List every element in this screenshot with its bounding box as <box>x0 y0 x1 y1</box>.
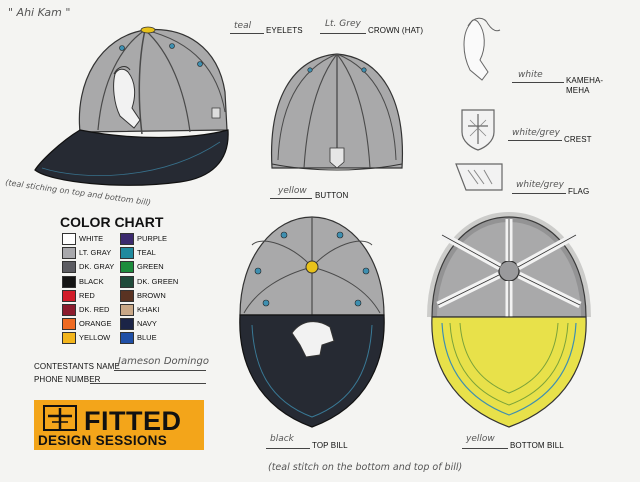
eyelets-label: EYELETS <box>266 26 303 35</box>
color-swatch <box>120 275 134 288</box>
cap-back-view <box>270 53 404 171</box>
color-name: DK. GREEN <box>137 276 179 286</box>
color-name: DK. RED <box>79 305 110 314</box>
logo-title: FITTED <box>84 406 182 436</box>
color-name: TEAL <box>137 248 156 258</box>
top-bill-label: TOP BILL <box>312 441 348 450</box>
color-chart-row: DK. RED <box>62 303 202 317</box>
contestant-label: CONTESTANTS NAME <box>34 362 120 371</box>
cap-underside-view <box>427 211 591 428</box>
fitted-design-sessions-logo: FITTED DESIGN SESSIONS <box>34 400 204 450</box>
color-swatch <box>62 247 76 260</box>
color-chart-row: ORANGE <box>62 317 202 331</box>
color-chart-row: DK. GRAY <box>62 260 202 274</box>
kamehameha-label-1: KAMEHA- <box>566 76 604 85</box>
color-name: LT. GRAY <box>79 248 112 258</box>
bottom-bill-value: yellow <box>466 434 495 444</box>
color-swatch <box>62 289 76 302</box>
crest-value: white/grey <box>512 128 560 138</box>
color-chart-row: PURPLE <box>120 232 260 246</box>
crown-label: CROWN (HAT) <box>368 26 424 35</box>
cap-top-view <box>239 216 385 428</box>
bottom-note: (teal stitch on the bottom and top of bi… <box>268 462 463 473</box>
color-swatch <box>120 304 134 316</box>
color-name: WHITE <box>79 234 104 243</box>
color-chart-row: NAVY <box>120 317 260 331</box>
color-chart-row: DK. GREEN <box>120 275 260 289</box>
color-name: NAVY <box>137 319 157 329</box>
color-swatch <box>62 332 76 345</box>
color-swatch <box>62 233 76 245</box>
color-chart-title: COLOR CHART <box>60 214 164 230</box>
color-swatch <box>62 261 76 274</box>
color-chart-row: BROWN <box>120 289 260 303</box>
color-chart-row: GREEN <box>120 260 260 274</box>
color-name: YELLOW <box>79 333 111 343</box>
color-name: GREEN <box>137 262 164 272</box>
color-swatch <box>120 247 134 260</box>
flag-value: white/grey <box>516 180 564 190</box>
color-chart-row: BLACK <box>62 275 202 289</box>
color-name: KHAKI <box>137 305 160 314</box>
top-bill-value: black <box>270 434 294 444</box>
color-chart-row: LT. GRAY <box>62 246 202 260</box>
cap-three-quarter-view <box>34 26 229 186</box>
color-name: PURPLE <box>137 234 168 243</box>
color-name: BROWN <box>137 290 166 300</box>
color-swatch <box>120 289 134 302</box>
crest-icon <box>461 109 495 151</box>
eyelets-value: teal <box>234 21 252 31</box>
color-name: BLUE <box>137 333 157 343</box>
button-value: yellow <box>278 186 307 196</box>
color-swatch <box>120 261 134 274</box>
color-chart-row: RED <box>62 289 202 303</box>
bottom-bill-label: BOTTOM BILL <box>510 441 564 450</box>
color-name: ORANGE <box>79 319 112 329</box>
color-chart-row: WHITE <box>62 232 202 246</box>
kamehameha-figure-icon <box>463 17 501 81</box>
contestant-value: Jameson Domingo <box>118 356 209 367</box>
color-swatch <box>62 304 76 316</box>
color-swatch <box>62 275 76 288</box>
color-name: RED <box>79 290 95 300</box>
flag-icon <box>455 163 503 191</box>
crown-value: Lt. Grey <box>325 19 361 29</box>
crest-logo-icon <box>43 405 77 431</box>
color-chart-row: TEAL <box>120 246 260 260</box>
color-chart-row: YELLOW <box>62 331 202 345</box>
logo-subtitle: DESIGN SESSIONS <box>38 433 168 448</box>
color-swatch <box>120 332 134 345</box>
color-name: DK. GRAY <box>79 262 115 272</box>
color-chart-row: KHAKI <box>120 303 260 317</box>
button-label: BUTTON <box>315 191 349 200</box>
color-chart-row: BLUE <box>120 331 260 345</box>
crest-label: CREST <box>564 135 592 144</box>
phone-label: PHONE NUMBER <box>34 375 101 384</box>
color-name: BLACK <box>79 276 104 286</box>
color-swatch <box>62 318 76 331</box>
flag-label: FLAG <box>568 187 590 196</box>
kamehameha-label-2: MEHA <box>566 86 590 95</box>
kamehameha-value: white <box>518 70 543 80</box>
nickname-text: " Ahi Kam " <box>8 6 71 19</box>
color-swatch <box>120 233 134 245</box>
color-swatch <box>120 318 134 331</box>
